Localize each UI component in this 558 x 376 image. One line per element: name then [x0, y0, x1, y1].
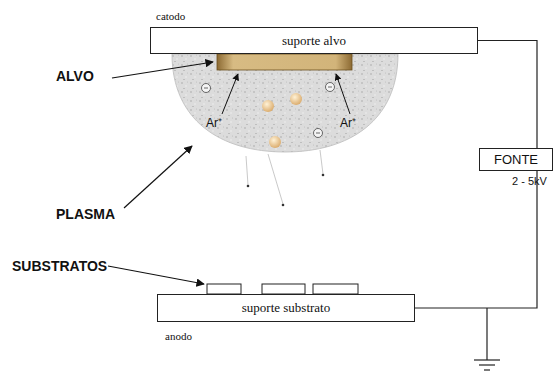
electrode-label: catodo [156, 10, 185, 22]
substrate-holder: suporte substrato [157, 294, 415, 322]
ion-label: Ar⁺ [340, 114, 356, 131]
plasma-label: PLASMA [56, 206, 115, 222]
ground-symbol [474, 308, 500, 370]
node-text: FONTE [494, 152, 538, 167]
node-text: suporte alvo [282, 33, 346, 49]
node-text: suporte substrato [242, 300, 330, 316]
leader-arrows [108, 62, 213, 284]
electrode-label: anodo [165, 330, 192, 342]
ion-label: Ar⁺ [206, 114, 222, 131]
ion-arrows [222, 74, 350, 114]
wire [415, 171, 537, 308]
target [217, 54, 352, 70]
plasma-region [172, 54, 398, 152]
flight-paths [246, 150, 324, 206]
target-holder: suporte alvo [150, 27, 478, 54]
wire [478, 41, 537, 149]
electrons [202, 83, 335, 138]
voltage-label: 2 - 5kV [512, 175, 547, 187]
substrates [207, 284, 358, 294]
power-supply: FONTE [479, 148, 553, 171]
substrates-label: SUBSTRATOS [12, 258, 107, 274]
target-label: ALVO [56, 68, 94, 84]
sputtered-atoms [262, 93, 302, 148]
